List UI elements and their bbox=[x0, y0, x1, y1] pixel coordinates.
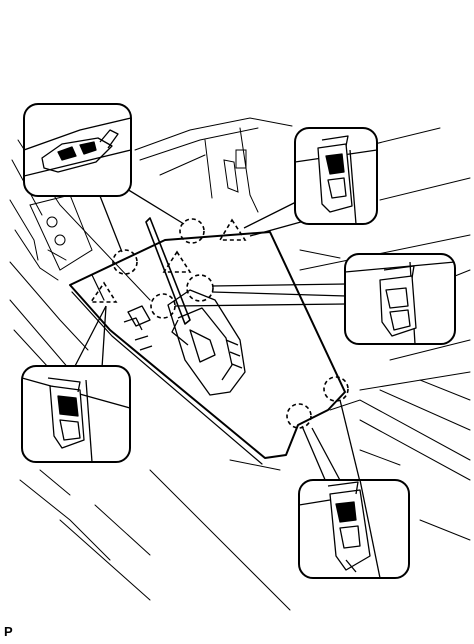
callout-clip-left bbox=[21, 365, 131, 463]
dashed-circle-icon bbox=[323, 376, 349, 402]
callout-leader-lines bbox=[73, 185, 361, 485]
clip-icon bbox=[317, 135, 353, 213]
dashed-circle-icon bbox=[112, 249, 138, 275]
figure-corner-label: P bbox=[4, 624, 13, 639]
callout-clip-top-right bbox=[294, 127, 378, 225]
callout-claw-clip-top-left bbox=[23, 103, 132, 197]
vehicle-background-lines bbox=[9, 117, 471, 611]
clip-icon bbox=[47, 377, 85, 449]
claw-clip-icon bbox=[41, 129, 119, 173]
dashed-triangle-icon bbox=[162, 250, 192, 273]
dashed-triangle-icon bbox=[218, 218, 247, 241]
shift-lever-assembly bbox=[123, 217, 246, 396]
dashed-circle-icon bbox=[150, 293, 176, 319]
dashed-circle-icon bbox=[186, 274, 214, 302]
clip-icon bbox=[379, 265, 417, 337]
dashed-circle-icon bbox=[286, 403, 312, 429]
callout-clip-bottom-right bbox=[298, 479, 410, 579]
dashed-circle-icon bbox=[179, 218, 205, 244]
clip-markers bbox=[89, 218, 349, 429]
console-panel-outline bbox=[69, 231, 346, 465]
callout-clip-right bbox=[344, 253, 456, 345]
clip-icon bbox=[327, 481, 371, 573]
dashed-triangle-icon bbox=[89, 281, 118, 303]
